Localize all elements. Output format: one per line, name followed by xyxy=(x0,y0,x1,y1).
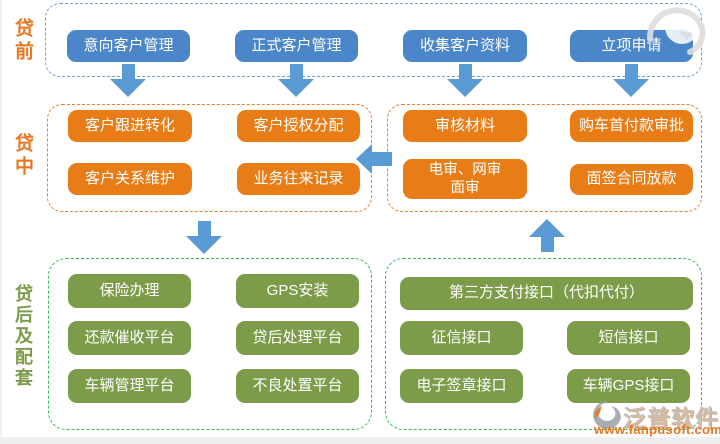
lane-post-loan-left xyxy=(48,258,372,430)
node-sign-contract-loan: 面签合同放款 xyxy=(570,164,693,195)
node-customer-followup: 客户跟进转化 xyxy=(68,110,192,142)
page-left-edge xyxy=(0,0,2,444)
watermark-url: www.fanpusoft.com xyxy=(594,422,720,437)
flow-arrow-down-3 xyxy=(447,64,483,97)
flow-arrow-down-4 xyxy=(613,64,649,97)
node-gps-install: GPS安装 xyxy=(236,274,359,308)
node-repayment-collection: 还款催收平台 xyxy=(68,321,191,355)
node-postloan-platform: 贷后处理平台 xyxy=(236,321,359,355)
lane-post-loan-right xyxy=(385,258,702,430)
flow-arrow-down-2 xyxy=(278,64,314,97)
node-sms-api: 短信接口 xyxy=(567,321,690,355)
fanpu-logo-icon xyxy=(592,399,622,436)
flow-arrow-left xyxy=(356,144,392,174)
lane-label-pre-loan: 贷前 xyxy=(12,18,33,64)
node-vehicle-gps-api: 车辆GPS接口 xyxy=(567,369,690,403)
node-bad-asset-disposal: 不良处置平台 xyxy=(236,369,359,403)
watermark-brand: 泛普软件 xyxy=(623,405,719,431)
flow-arrow-down-1 xyxy=(110,64,146,97)
node-downpayment-approval: 购车首付款审批 xyxy=(570,110,693,142)
node-review-materials: 审核材料 xyxy=(403,110,527,142)
page-bottom-edge xyxy=(0,437,720,444)
node-formal-customer-mgmt: 正式客户管理 xyxy=(235,30,358,62)
node-credit-api: 征信接口 xyxy=(400,321,523,355)
node-intent-customer-mgmt: 意向客户管理 xyxy=(67,30,190,62)
node-customer-relationship: 客户关系维护 xyxy=(68,163,192,195)
node-business-records: 业务往来记录 xyxy=(237,163,360,195)
page-curl-decoration xyxy=(638,5,710,62)
node-vehicle-mgmt: 车辆管理平台 xyxy=(68,369,191,403)
node-collect-customer-info: 收集客户资料 xyxy=(403,30,527,62)
lane-label-post-loan: 贷后及配套 xyxy=(13,284,33,389)
node-customer-authorization: 客户授权分配 xyxy=(237,110,360,142)
flow-arrow-up xyxy=(529,219,565,252)
node-esign-api: 电子签章接口 xyxy=(400,369,523,403)
node-thirdparty-payment-api: 第三方支付接口（代扣代付） xyxy=(400,277,693,310)
flow-arrow-down-mid xyxy=(186,221,222,254)
node-insurance: 保险办理 xyxy=(68,274,191,308)
node-phone-web-interview: 电审、网审 面审 xyxy=(403,159,527,199)
lane-label-mid-loan: 贷中 xyxy=(12,133,33,179)
